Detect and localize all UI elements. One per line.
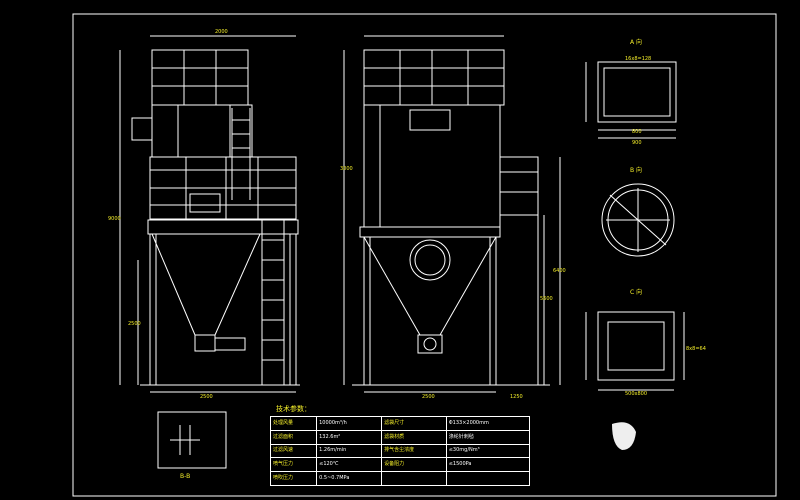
dim-front-height: 9000 [108,216,121,222]
section-a [585,61,677,139]
table-cell: 10000m³/h [316,416,383,431]
dim-side-overall: 6400 [553,268,566,274]
dim-hopper-h: 2500 [128,321,141,327]
table-cell: 处理风量 [269,416,318,431]
section-c [585,311,685,391]
table-cell: 过滤风速 [269,443,318,459]
dim-c-width: 500x800 [625,391,647,397]
front-view [119,35,300,393]
section-b [601,183,675,257]
table-cell: 喷气压力 [269,457,318,473]
table-cell: 1.26m/min [316,443,383,459]
drawing-frame [72,13,777,497]
tech-params-title: 技术参数： [276,405,311,413]
table-cell [381,471,447,486]
dim-side-right: 5600 [540,296,553,302]
dim-a-top: 16x8=128 [625,56,651,62]
table-cell: ≤1500Pa [445,457,531,473]
table-cell: 设备阻力 [381,457,447,473]
table-cell: ≤120℃ [316,457,383,473]
label-a: A 向 [630,38,642,46]
dim-a-width: 800 [632,129,642,135]
table-cell: 涤纶针刺毡 [445,429,531,445]
table-cell: ≤30mg/Nm³ [445,443,531,459]
table-cell [445,471,531,486]
table-cell: Φ133×2000mm [445,416,531,431]
dim-front-base: 2500 [200,394,213,400]
dim-side-base-right: 1250 [510,394,523,400]
table-cell: 排气含尘浓度 [381,443,447,459]
label-c: C 向 [630,288,642,296]
dim-mid-h: 3000 [340,166,353,172]
side-view [343,35,561,393]
table-cell: 滤袋材质 [381,429,447,445]
dim-a-width-outer: 900 [632,140,642,146]
dim-side-base: 2500 [422,394,435,400]
table-cell: 132.6m² [316,429,383,445]
dim-top-width: 2000 [215,29,228,35]
table-cell: 过滤面积 [269,429,318,445]
dim-c-side: 8x8=64 [686,346,706,352]
table-cell: 滤袋尺寸 [381,416,447,431]
label-b: B 向 [630,166,642,174]
table-cell: 0.5~0.7MPa [316,471,383,486]
table-cell: 喷吹压力 [269,471,318,486]
logo-mark [612,422,636,450]
bb-detail [157,411,227,469]
label-bb: B-B [180,473,190,480]
